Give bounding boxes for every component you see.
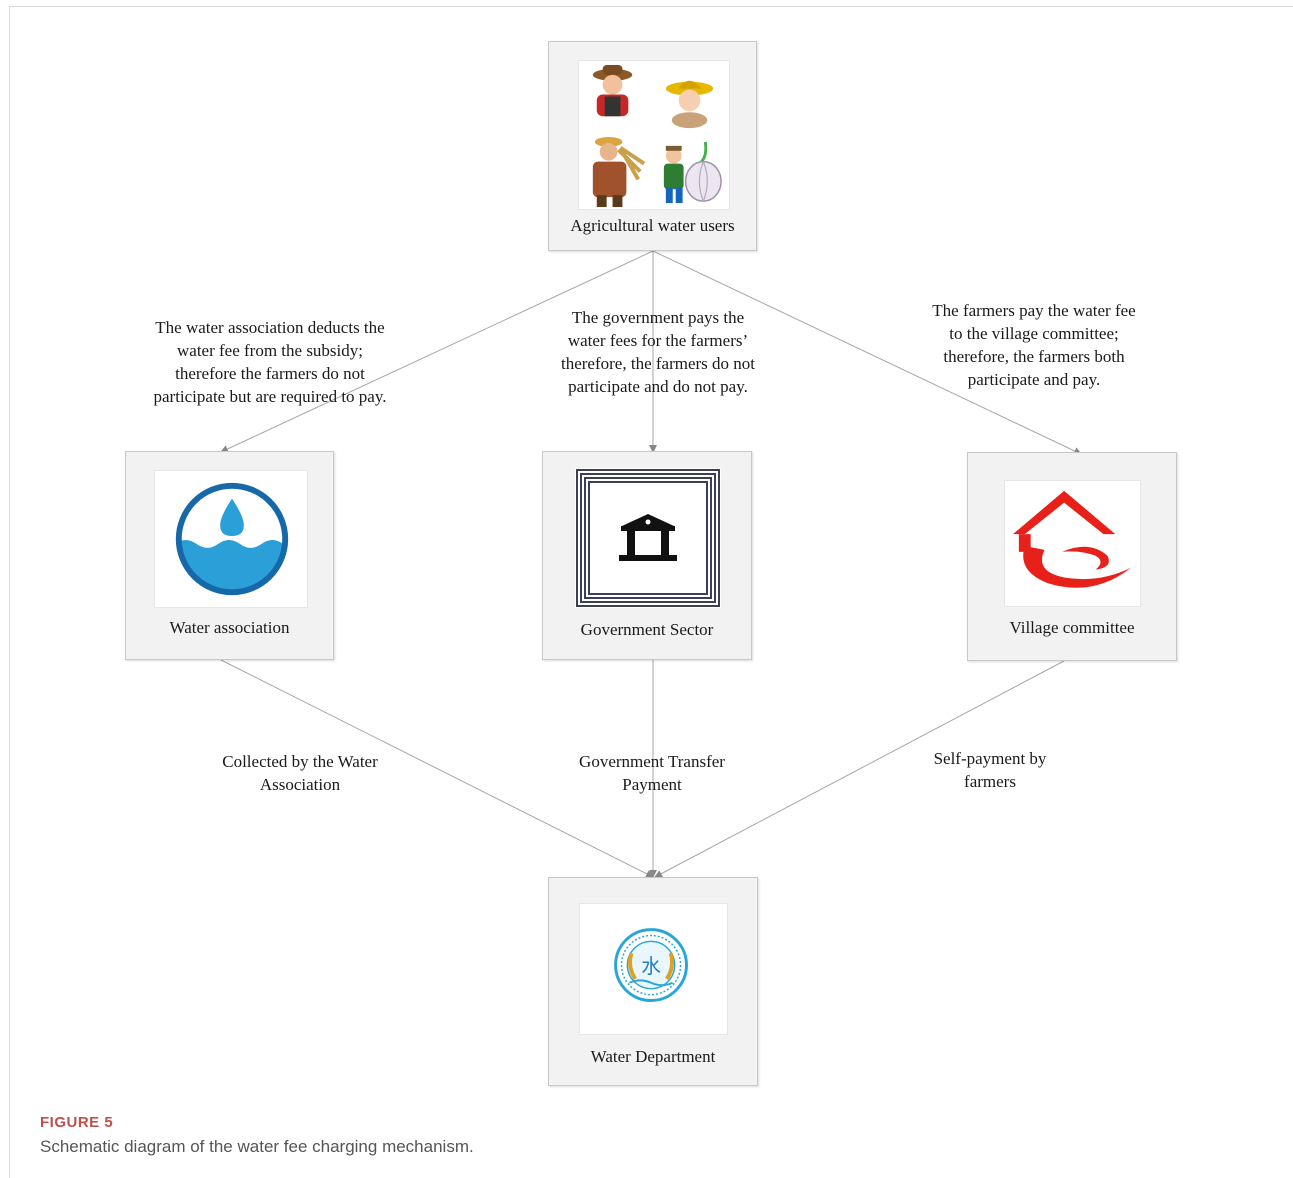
node-agricultural-water-users: Agricultural water users — [548, 41, 757, 251]
edge-village-to-department — [654, 660, 1065, 878]
node-label: Government Sector — [580, 620, 714, 639]
edge-label-to-association: The water association deducts the water … — [153, 318, 387, 406]
edge-label-to-village: The farmers pay the water fee to the vil… — [932, 301, 1136, 389]
edge-users-to-association — [220, 250, 654, 453]
government-building-icon — [575, 468, 721, 608]
edge-label-to-government: The government pays the water fees for t… — [561, 308, 755, 396]
figure-number: FIGURE 5 — [40, 1114, 114, 1131]
figure-frame-top — [9, 6, 1293, 7]
node-water-department: 水 Water Department — [548, 877, 758, 1086]
node-water-association: Water association — [125, 451, 334, 660]
figure-caption: Schematic diagram of the water fee charg… — [40, 1137, 474, 1156]
node-village-committee: Village committee — [967, 452, 1177, 661]
node-label: Water Department — [590, 1047, 716, 1066]
water-drop-icon — [154, 470, 308, 608]
edge-users-to-village — [652, 250, 1082, 455]
edge-label-association-to-department: Collected by the Water Association — [222, 752, 378, 794]
node-label: Water association — [169, 618, 290, 637]
svg-text:水: 水 — [641, 955, 661, 978]
node-government-sector: Government Sector — [542, 451, 752, 660]
node-label: Village committee — [1009, 618, 1135, 637]
farmers-illustration-icon — [578, 60, 730, 210]
node-label: Agricultural water users — [570, 216, 735, 235]
water-department-seal-icon: 水 — [579, 903, 728, 1035]
village-house-icon — [1004, 480, 1141, 607]
edge-label-village-to-department: Self-payment by farmers — [933, 749, 1047, 791]
edge-label-government-to-department: Government Transfer Payment — [579, 752, 725, 794]
edge-association-to-department — [220, 659, 654, 878]
figure-frame-left — [9, 6, 10, 1178]
